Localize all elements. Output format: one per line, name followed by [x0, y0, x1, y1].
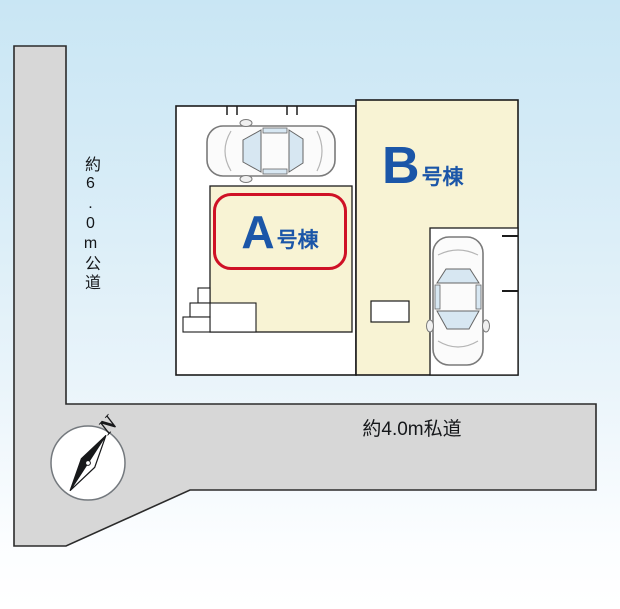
parking-bay-marks-a: [226, 106, 298, 115]
plot-b-label: B 号棟: [382, 140, 464, 192]
entrance-steps-a: [182, 287, 257, 333]
plot-b-name: B: [382, 137, 420, 195]
plot-a-name: A: [241, 205, 275, 258]
plot-b-suffix: 号棟: [421, 165, 464, 189]
porch-b: [370, 300, 410, 323]
carport-marks-b: [502, 235, 518, 292]
road-shape: [13, 45, 597, 547]
car-a-icon: [206, 118, 336, 184]
road-label-horizontal: 約4.0m私道: [362, 419, 462, 440]
plot-a-label-badge: A 号棟: [213, 193, 347, 270]
car-b-icon: [425, 236, 491, 366]
compass-icon: [50, 425, 126, 501]
plot-a-suffix: 号棟: [276, 229, 319, 252]
road-label-vertical: 約6.0m公道: [82, 156, 99, 293]
